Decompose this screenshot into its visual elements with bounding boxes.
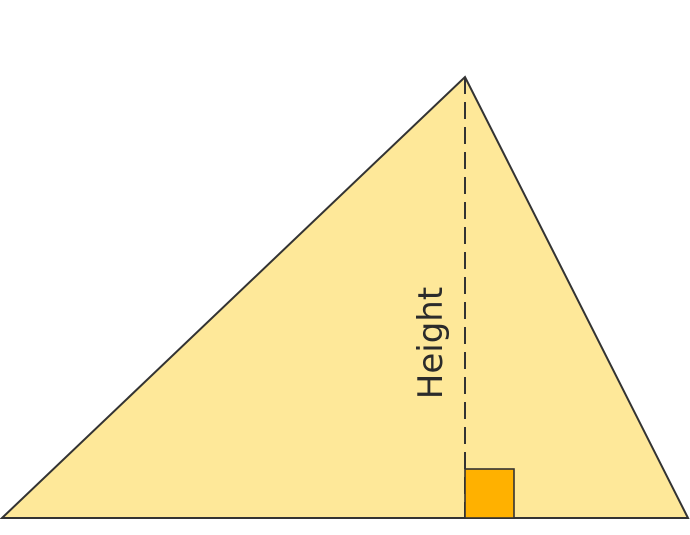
triangle (0, 75, 690, 519)
right-angle-marker (464, 468, 515, 519)
height-label: Height (411, 287, 451, 399)
